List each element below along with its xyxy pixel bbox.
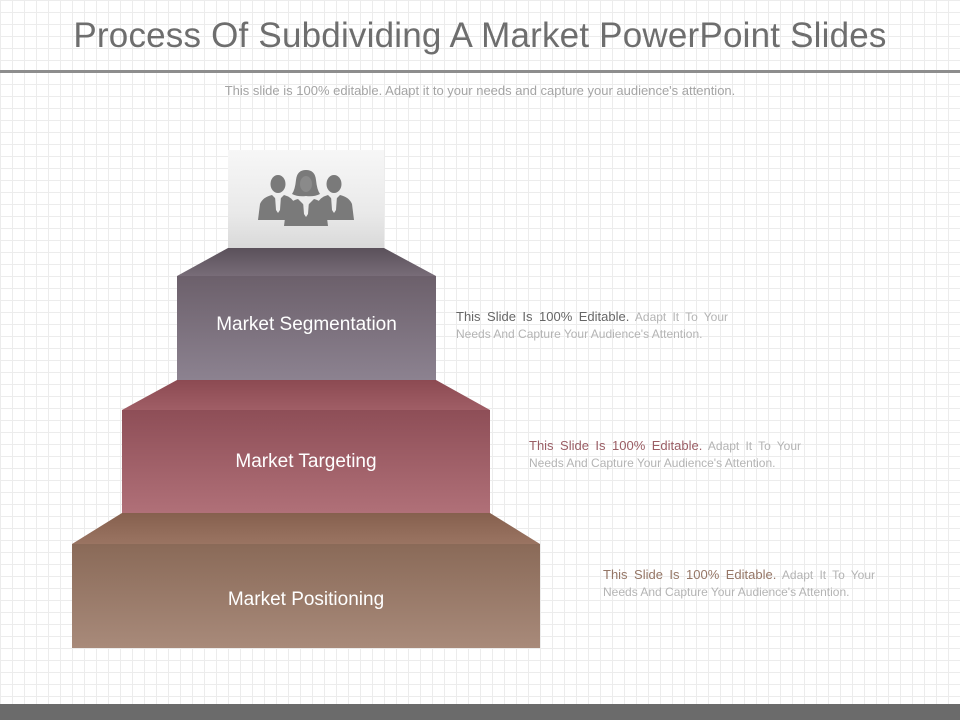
step-1-description-rest: Adapt It To Your Needs And Capture Your … <box>456 310 729 341</box>
step-2-description-lead: This Slide Is 100% Editable. <box>529 438 703 453</box>
step-label-positioning: Market Positioning <box>227 589 385 610</box>
step-2-top <box>122 380 490 410</box>
people-group-icon <box>258 170 354 226</box>
step-1-face <box>177 276 436 380</box>
slide-title: Process Of Subdividing A Market PowerPoi… <box>73 16 887 55</box>
step-2-face <box>122 410 490 513</box>
step-1-description-lead: This Slide Is 100% Editable. <box>456 309 630 324</box>
step-2-description: This Slide Is 100% Editable. Adapt It To… <box>529 437 801 472</box>
footer-bar <box>0 704 960 720</box>
step-1-description: This Slide Is 100% Editable. Adapt It To… <box>456 308 728 343</box>
step-3-top <box>72 513 540 544</box>
icon-box <box>228 150 384 248</box>
step-3-description-lead: This Slide Is 100% Editable. <box>603 567 777 582</box>
step-3-description: This Slide Is 100% Editable. Adapt It To… <box>603 566 875 601</box>
step-label-segmentation: Market Segmentation <box>216 314 397 335</box>
slide-subtitle: This slide is 100% editable. Adapt it to… <box>224 83 736 98</box>
step-3-face <box>72 544 540 648</box>
step-2-description-rest: Adapt It To Your Needs And Capture Your … <box>529 439 802 470</box>
step-3-description-rest: Adapt It To Your Needs And Capture Your … <box>603 568 876 599</box>
step-1-top <box>177 248 436 276</box>
step-label-targeting: Market Targeting <box>235 451 377 472</box>
title-divider <box>0 70 960 73</box>
